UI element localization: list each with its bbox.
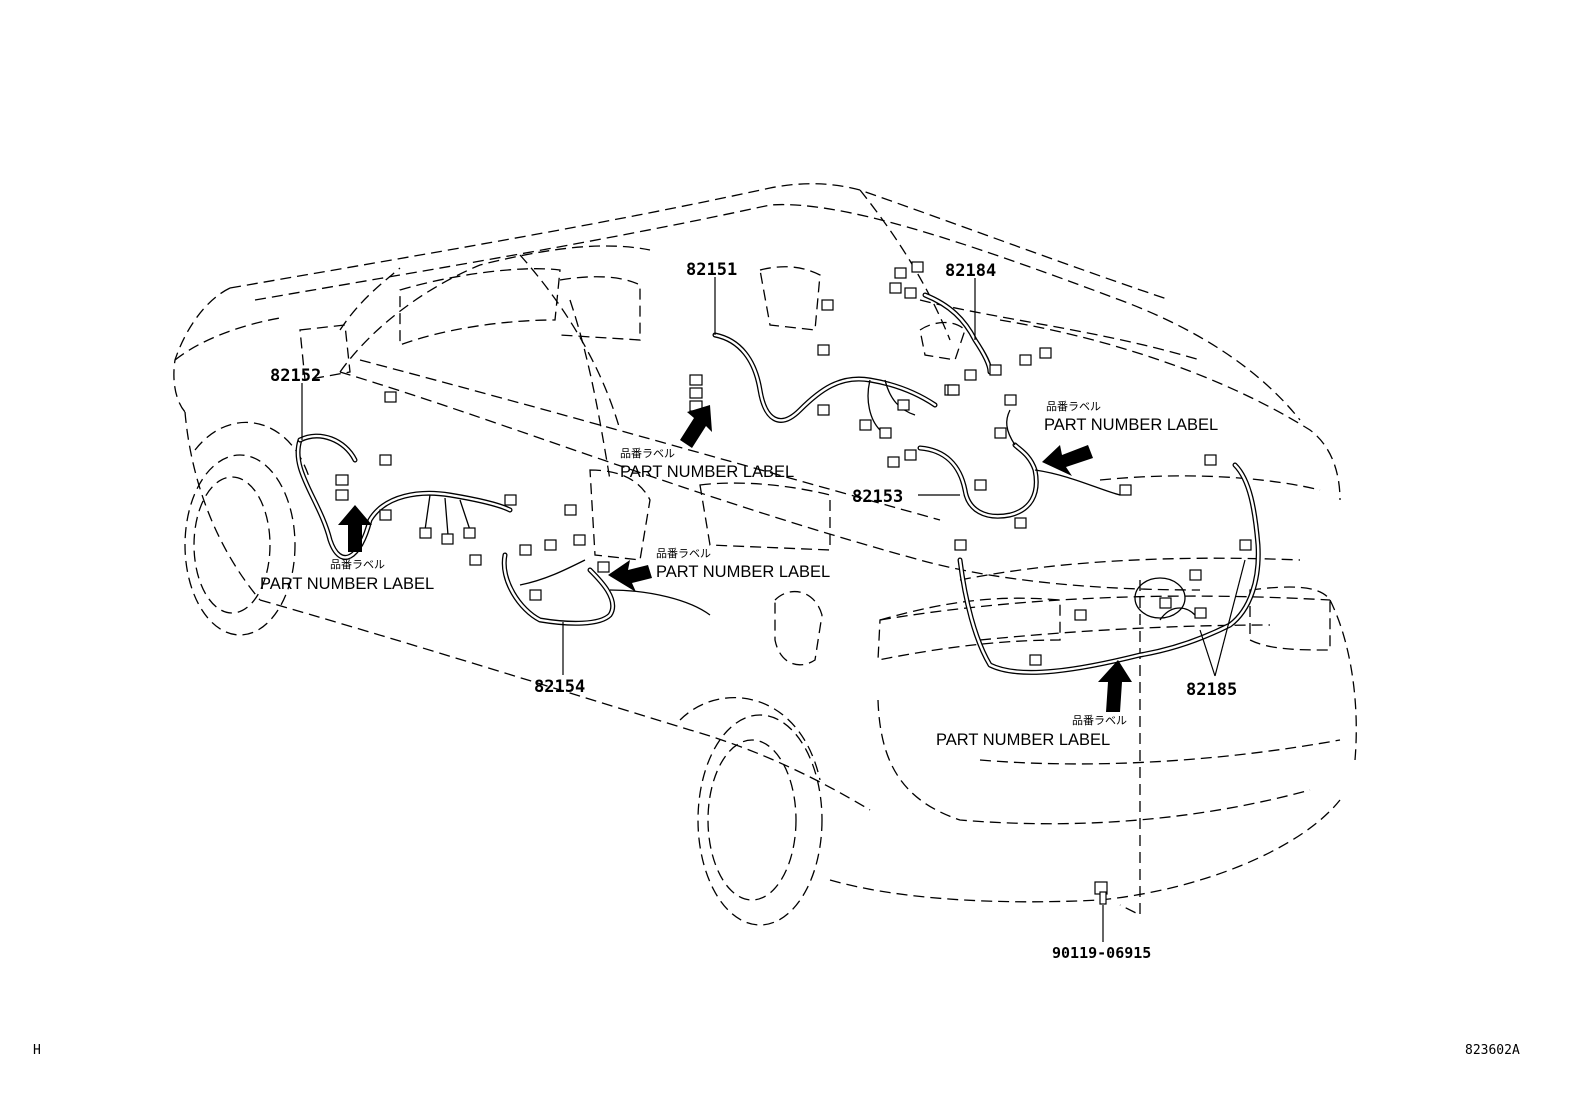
part-number-label-82153: PART NUMBER LABEL (1044, 416, 1218, 434)
harness-82153 (887, 394, 1217, 529)
arrow-82151-label (680, 405, 712, 448)
bolt-90119-06915 (1094, 881, 1108, 938)
arrow-82185-label (1098, 660, 1132, 712)
part-82184: 82184 (945, 261, 996, 281)
figure-code: 823602A (1465, 1043, 1520, 1058)
harness-82185 (954, 462, 1261, 675)
part-90119-06915: 90119-06915 (1052, 944, 1151, 962)
part-82185: 82185 (1186, 680, 1237, 700)
harness-82184 (889, 261, 1052, 396)
harness-82151 (689, 299, 957, 439)
part-82152: 82152 (270, 366, 321, 386)
leader-lines (301, 277, 1246, 942)
harness-82154 (501, 504, 711, 626)
jp-label-82153: 品番ラベル (1046, 400, 1101, 413)
part-number-label-82154: PART NUMBER LABEL (656, 563, 830, 581)
label-arrows (338, 405, 1132, 712)
arrow-82152-label (338, 505, 372, 552)
part-82153: 82153 (852, 487, 903, 507)
jp-label-82152: 品番ラベル (330, 558, 385, 571)
jp-label-82154: 品番ラベル (656, 547, 711, 560)
page-code-h: H (33, 1043, 41, 1058)
part-number-label-82152: PART NUMBER LABEL (260, 575, 434, 593)
part-82151: 82151 (686, 260, 737, 280)
arrow-82154-label (608, 560, 652, 592)
part-number-label-82151: PART NUMBER LABEL (620, 463, 794, 481)
part-82154: 82154 (534, 677, 585, 697)
jp-label-82151: 品番ラベル (620, 447, 675, 460)
arrow-82153-label (1042, 445, 1093, 476)
jp-label-82185: 品番ラベル (1072, 714, 1127, 727)
car-body-outline (173, 183, 1357, 926)
part-number-label-82185: PART NUMBER LABEL (936, 731, 1110, 749)
harness-82152 (295, 391, 517, 566)
